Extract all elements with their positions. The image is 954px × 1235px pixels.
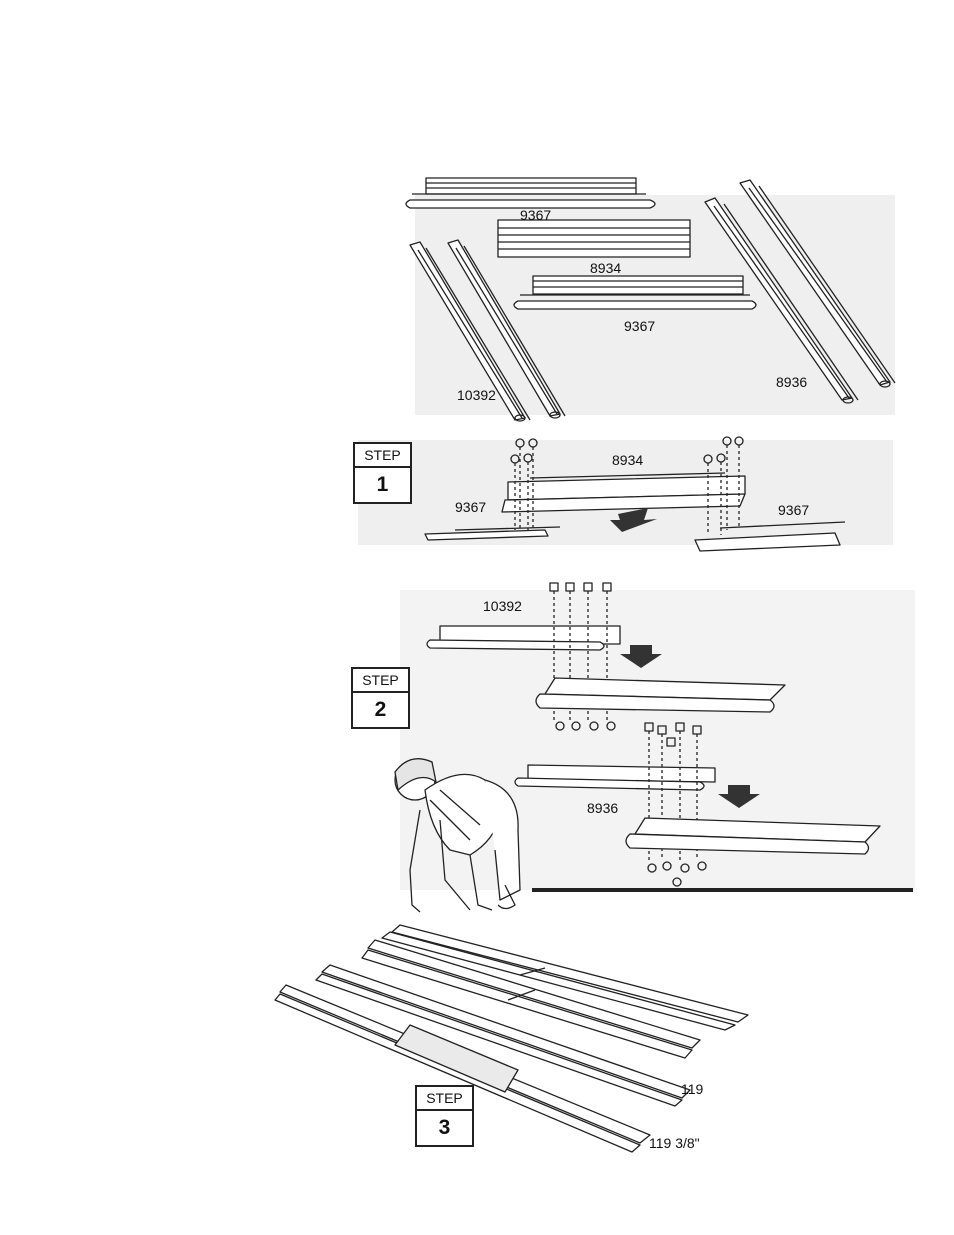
step-3-title: STEP: [417, 1087, 472, 1111]
label-step1-9367-right: 9367: [778, 503, 809, 517]
step-1-number: 1: [355, 468, 410, 502]
label-8936-top: 8936: [776, 375, 807, 389]
step-2-number: 2: [353, 693, 408, 727]
step-2-box: STEP 2: [351, 667, 410, 729]
label-step1-8934: 8934: [612, 453, 643, 467]
label-step1-9367-left: 9367: [455, 500, 486, 514]
rail-9367-mid: [514, 276, 756, 309]
rail-9367-top: [406, 178, 655, 208]
label-9367-top: 9367: [520, 208, 551, 222]
step-1-title: STEP: [355, 444, 410, 468]
label-step3-119-3-8: 119 3/8": [649, 1136, 700, 1150]
label-step3-119: 119: [681, 1082, 703, 1096]
step-2-title: STEP: [353, 669, 408, 693]
label-10392-top: 10392: [457, 388, 496, 402]
label-step2-10392: 10392: [483, 599, 522, 613]
step3-rails: [275, 925, 748, 1152]
step-1-box: STEP 1: [353, 442, 412, 504]
label-9367-mid: 9367: [624, 319, 655, 333]
panel-8934: [498, 220, 690, 257]
step-3-number: 3: [417, 1111, 472, 1145]
label-step2-8936: 8936: [587, 801, 618, 815]
step-3-box: STEP 3: [415, 1085, 474, 1147]
label-8934-top: 8934: [590, 261, 621, 275]
